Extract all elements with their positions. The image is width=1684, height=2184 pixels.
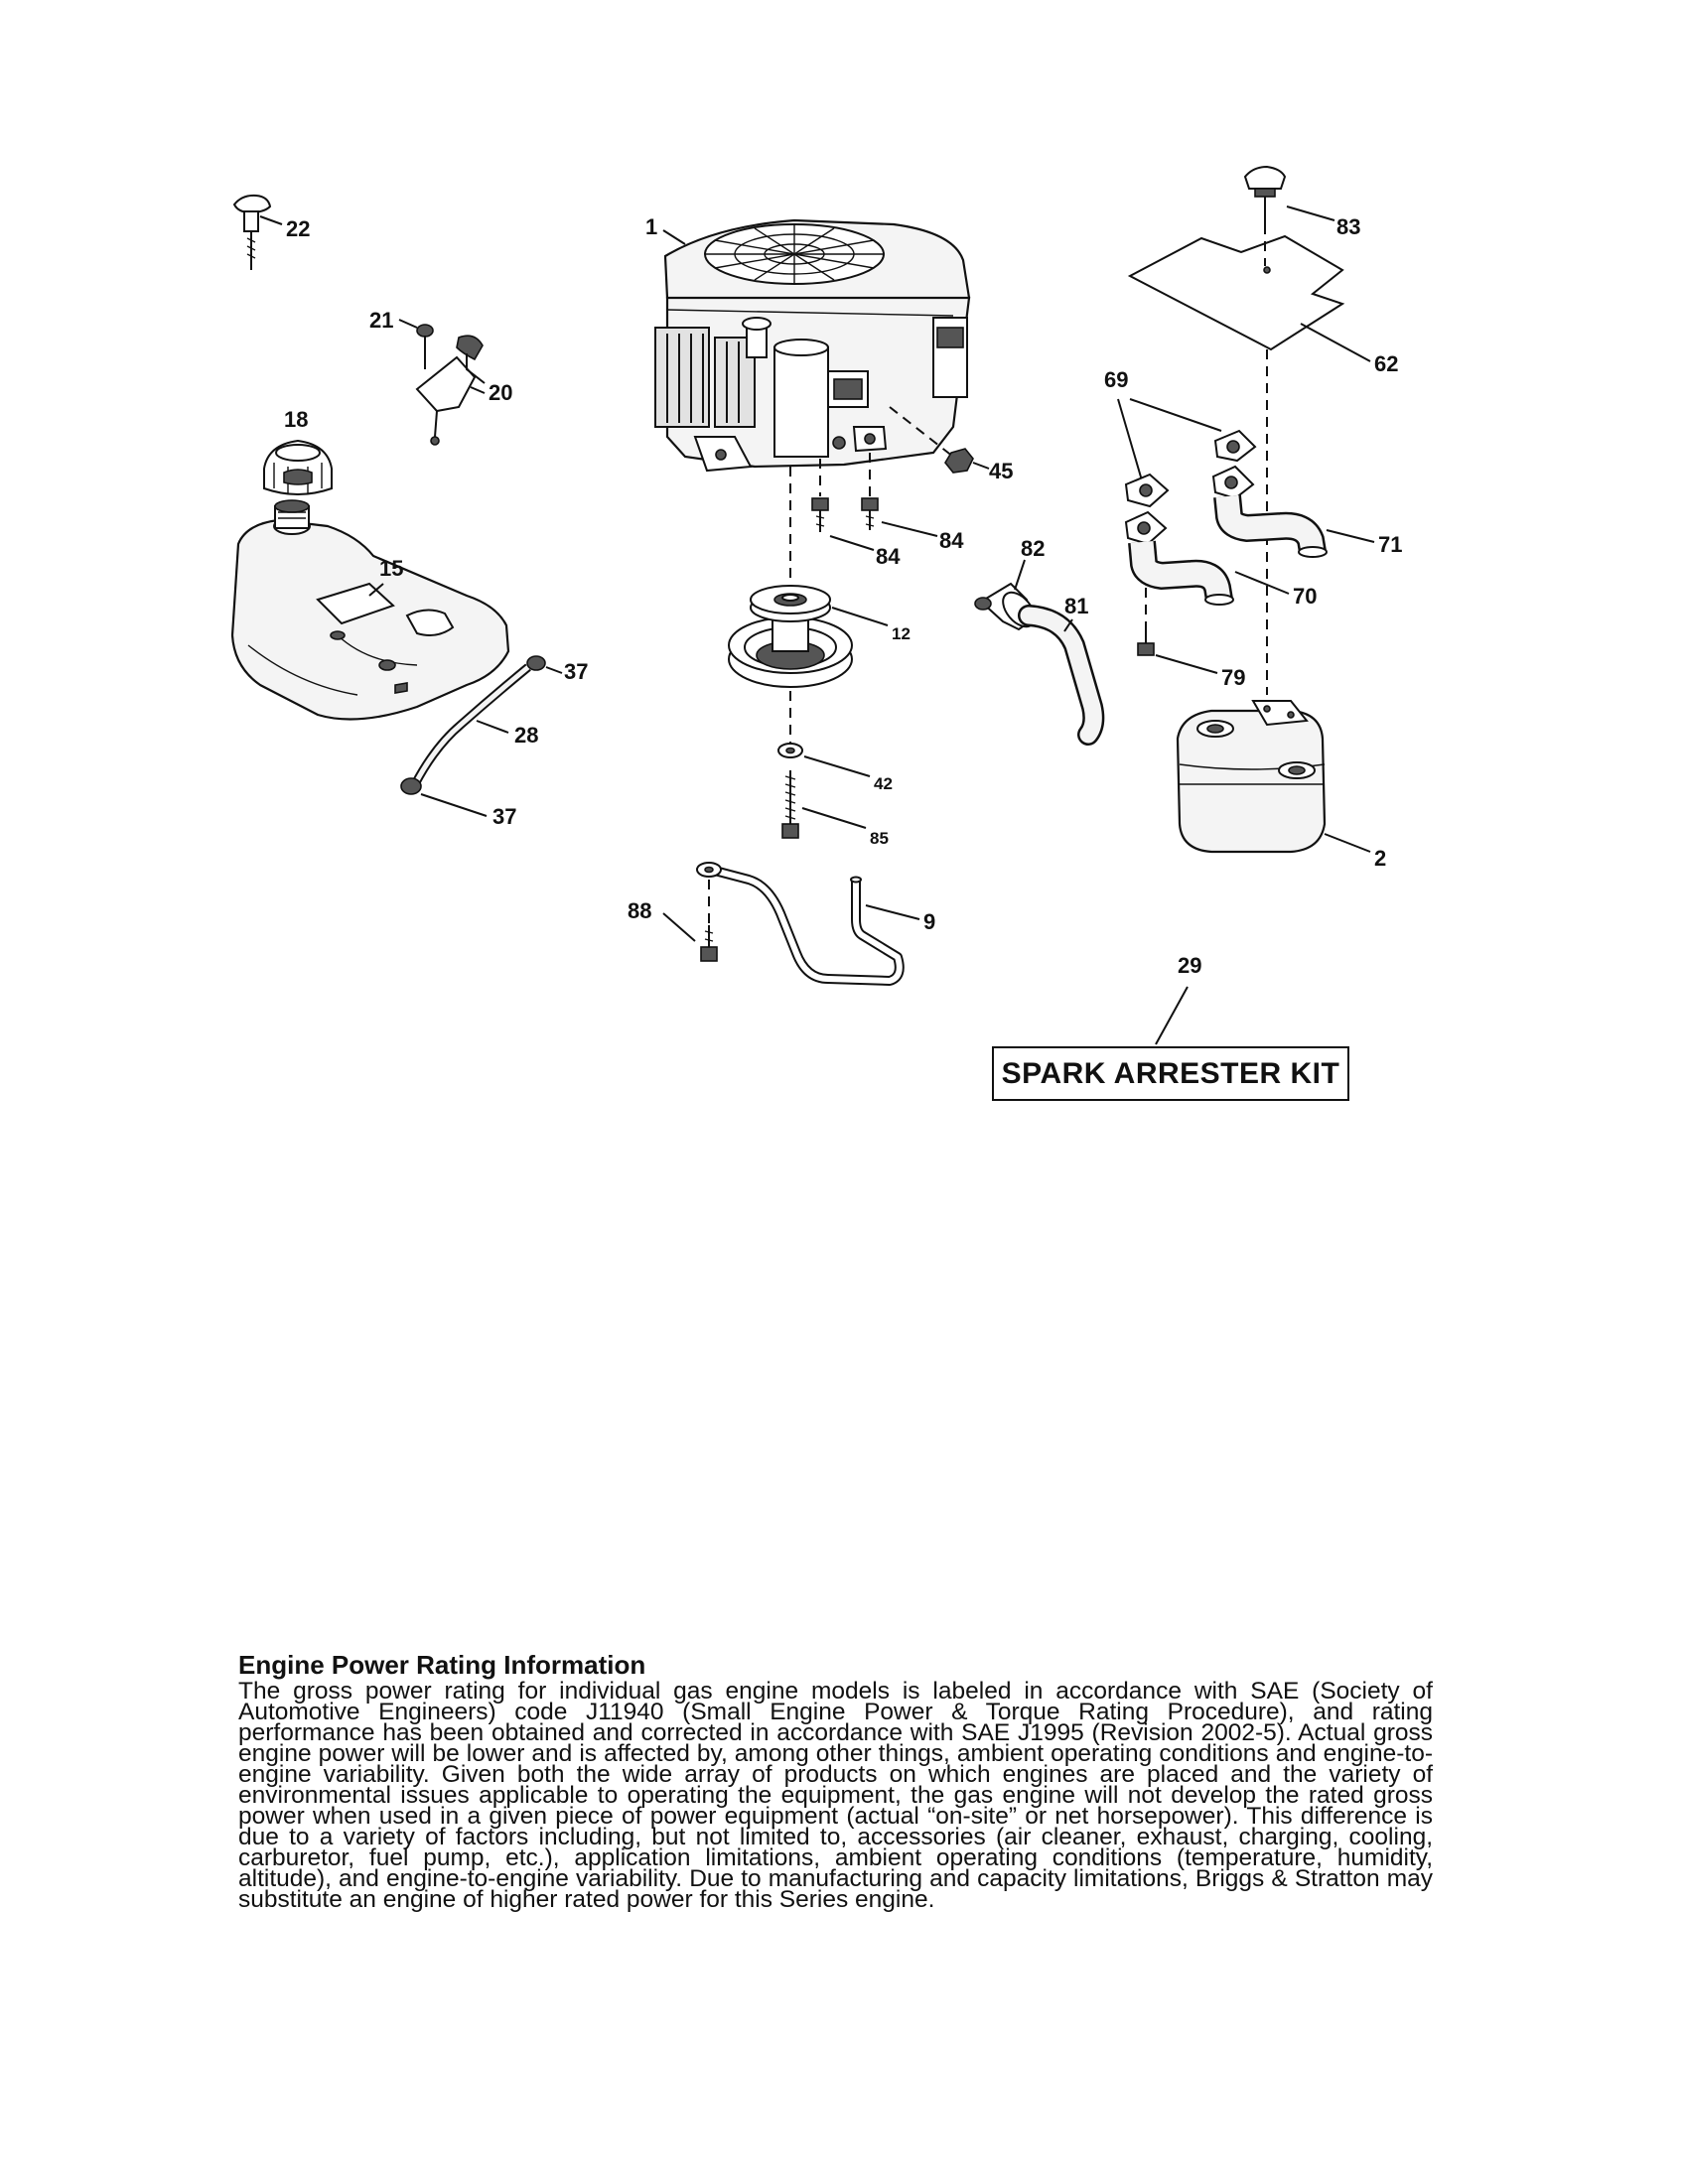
part-29-leader-line (1155, 986, 1189, 1045)
label-45: 45 (989, 459, 1013, 483)
engine-power-rating-section: Engine Power Rating Information The gros… (238, 1650, 1433, 1913)
part-37-hose-clamp-lower (400, 777, 488, 817)
engine-power-rating-title: Engine Power Rating Information (238, 1650, 646, 1680)
part-84-bolt-left (811, 459, 875, 551)
part-45-nut (889, 406, 990, 474)
part-20-choke-bracket (415, 335, 486, 446)
label-15: 15 (379, 556, 403, 581)
label-2: 2 (1374, 846, 1386, 871)
part-28-fuel-line (411, 663, 531, 787)
label-62: 62 (1374, 351, 1398, 376)
part-37-hose-clamp-upper (526, 655, 563, 674)
exploded-parts-diagram: 22 21 20 18 (230, 165, 1402, 1045)
label-82: 82 (1021, 536, 1045, 561)
part-83-screw (1243, 165, 1335, 224)
part-12-pulley (728, 585, 889, 688)
part-88-bolt (662, 880, 718, 962)
label-37-lower: 37 (492, 804, 516, 829)
part-81-breather-tube (1018, 605, 1105, 746)
part-22-knob-bolt (232, 194, 283, 270)
label-1: 1 (645, 214, 657, 239)
label-84-right: 84 (939, 528, 964, 553)
label-85: 85 (870, 829, 889, 848)
part-84-bolt-right (861, 453, 938, 537)
label-18: 18 (284, 407, 308, 432)
label-37-upper: 37 (564, 659, 588, 684)
part-42-washer (777, 743, 871, 777)
part-18-fuel-cap (263, 439, 333, 495)
part-21-screw (398, 319, 434, 369)
spark-arrester-kit-box: SPARK ARRESTER KIT (992, 1046, 1349, 1101)
part-70-exhaust-pipe (1124, 510, 1290, 606)
label-71: 71 (1378, 532, 1402, 557)
label-69: 69 (1104, 367, 1128, 392)
label-9: 9 (923, 909, 935, 934)
part-9-engine-bracket (696, 862, 920, 986)
label-70: 70 (1293, 584, 1317, 609)
label-88: 88 (628, 898, 651, 923)
label-84-left: 84 (876, 544, 901, 569)
label-42: 42 (874, 774, 893, 793)
label-81: 81 (1064, 594, 1088, 618)
label-28: 28 (514, 723, 538, 748)
label-20: 20 (489, 380, 512, 405)
part-71-exhaust-pipe (1211, 465, 1375, 558)
label-83: 83 (1336, 214, 1360, 239)
part-85-bolt (781, 770, 867, 839)
engine-power-rating-body: The gross power rating for individual ga… (238, 1678, 1433, 1913)
part-79-bolt (1137, 588, 1218, 674)
part-15-fuel-tank (230, 499, 510, 721)
part-62-heat-shield (1127, 224, 1371, 362)
part-1-engine (654, 218, 971, 473)
label-22: 22 (286, 216, 310, 241)
label-21: 21 (369, 308, 393, 333)
part-69-gaskets (1117, 398, 1257, 508)
part-2-muffler (1176, 700, 1371, 854)
label-12: 12 (892, 624, 911, 643)
label-79: 79 (1221, 665, 1245, 690)
label-29: 29 (1178, 953, 1201, 978)
